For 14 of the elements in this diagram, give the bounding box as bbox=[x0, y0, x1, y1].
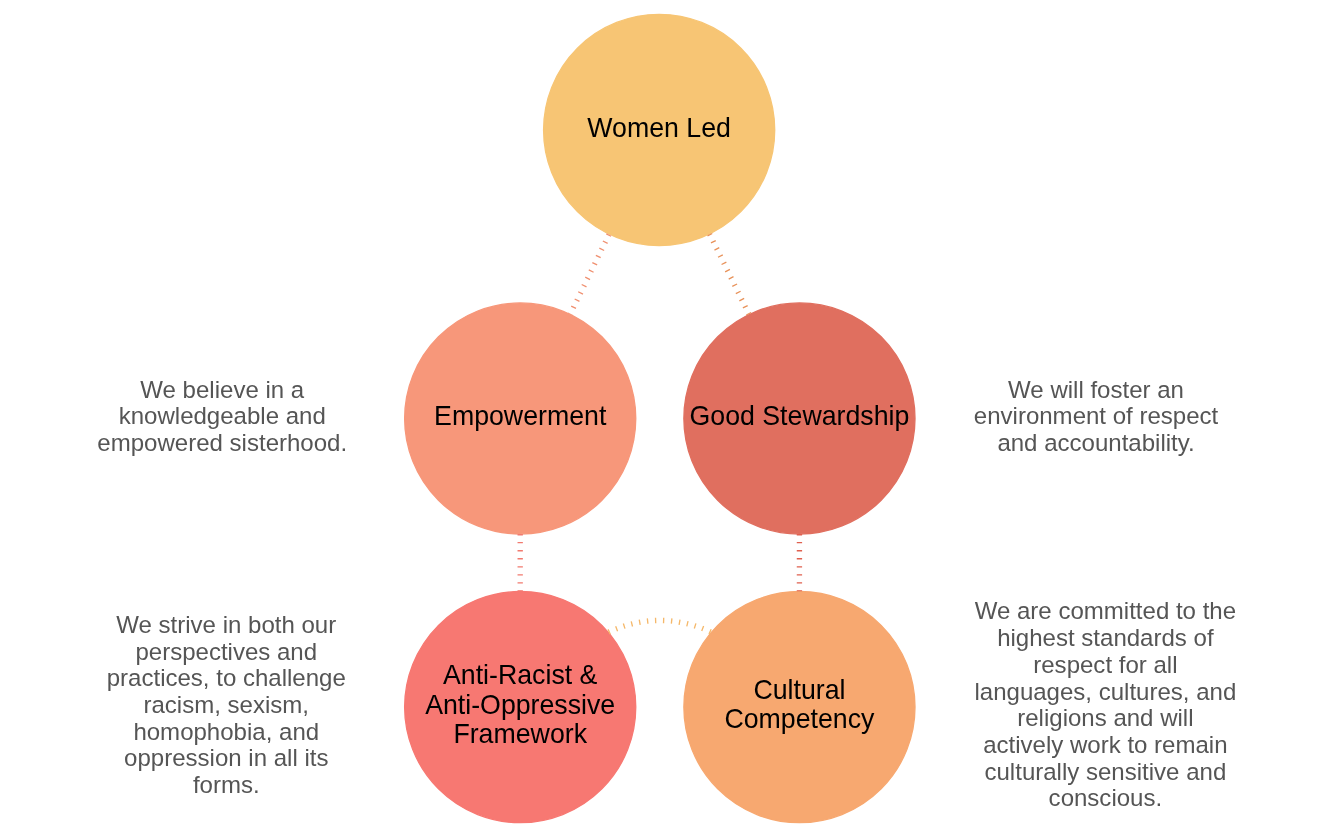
node-label: We strive in both our perspectives and practices, to challenge racism, sexism, homophobia, and oppression in all its forms. bbox=[106, 610, 346, 798]
connector bbox=[517, 533, 523, 591]
node-circle: Women Led bbox=[542, 13, 775, 246]
connector bbox=[567, 232, 611, 315]
node-label: We are committed to the highest standards of respect for all languages, cultures, and religions and will actively work to remain culturally sensitive and conscious. bbox=[973, 596, 1236, 811]
connector bbox=[796, 533, 802, 591]
connector bbox=[607, 617, 712, 635]
node-circle: Anti-Racist & Anti-Oppressive Framework bbox=[403, 590, 636, 823]
node-circle: Good Stewardship bbox=[682, 301, 916, 535]
node-label: We will foster an environment of respect and accountability. bbox=[973, 375, 1218, 456]
node-circle: Empowerment bbox=[403, 301, 636, 535]
connector bbox=[706, 232, 751, 315]
node-label: We believe in a knowledgeable and empowered sisterhood. bbox=[96, 375, 347, 456]
node-circle: Cultural Competency bbox=[682, 590, 916, 823]
